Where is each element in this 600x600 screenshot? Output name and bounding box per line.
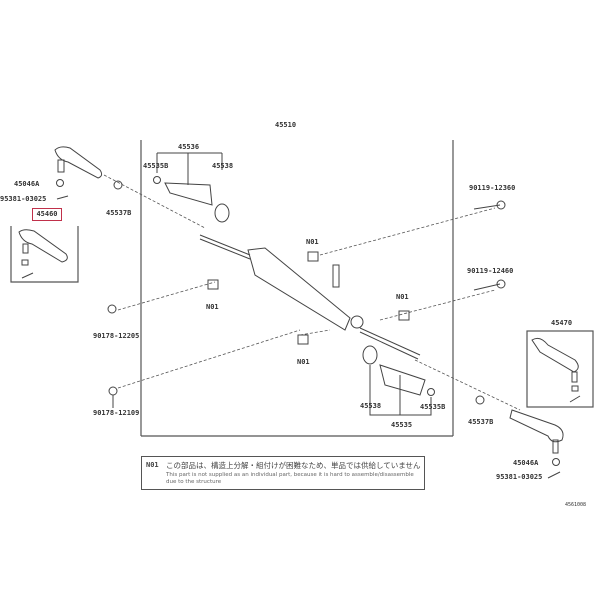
lock-nut-left[interactable]	[113, 180, 123, 190]
label-90119-12460[interactable]: 90119-12460	[467, 267, 513, 275]
tie-rod-end-left-45460[interactable]	[18, 229, 68, 279]
cotter-pin-icon[interactable]	[547, 471, 561, 479]
label-n01[interactable]: N01	[306, 238, 319, 246]
label-90178-12205[interactable]: 90178-12205	[93, 332, 139, 340]
tie-rod-end-left-box	[10, 226, 79, 283]
tie-rod-end-right-45470[interactable]	[531, 337, 581, 403]
tie-rod-end-right[interactable]	[509, 409, 564, 454]
boot-right[interactable]	[379, 364, 426, 396]
label-95381-03025[interactable]: 95381-03025	[496, 473, 542, 481]
label-45510[interactable]: 45510	[275, 121, 296, 129]
label-90178-12109[interactable]: 90178-12109	[93, 409, 139, 417]
label-45537b[interactable]: 45537B	[106, 209, 131, 217]
steering-rack[interactable]	[199, 234, 421, 360]
note-box: N01 この部品は、構造上分解・組付けが困難なため、単品では供給していません T…	[141, 456, 425, 490]
bushing-n01[interactable]	[207, 279, 219, 290]
illustration-code: 4561008	[565, 502, 586, 508]
label-45535b[interactable]: 45535B	[143, 162, 168, 170]
bushing-n01[interactable]	[307, 251, 319, 262]
note-english: This part is not supplied as an individu…	[166, 472, 414, 485]
tie-rod-end-right-box	[526, 330, 594, 408]
bracket-45535	[369, 365, 432, 416]
label-45535b[interactable]: 45535B	[420, 403, 445, 411]
band-right[interactable]	[362, 345, 378, 365]
nut-90178-12205[interactable]	[107, 304, 117, 314]
note-tag: N01	[146, 461, 159, 469]
label-45046a[interactable]: 45046A	[14, 180, 40, 188]
bushing-n01[interactable]	[297, 334, 309, 345]
label-45536[interactable]: 45536	[178, 143, 199, 151]
label-45538[interactable]: 45538	[212, 162, 233, 170]
label-45537b[interactable]: 45537B	[468, 418, 493, 426]
label-90119-12360[interactable]: 90119-12360	[469, 184, 515, 192]
clamp-right[interactable]	[427, 388, 435, 396]
label-45535[interactable]: 45535	[391, 421, 412, 429]
label-n01[interactable]: N01	[297, 358, 310, 366]
highlighted-part-45460[interactable]: 45460	[32, 208, 62, 221]
band-left[interactable]	[214, 203, 230, 223]
label-45046a[interactable]: 45046A	[513, 459, 539, 467]
label-45470[interactable]: 45470	[551, 319, 572, 327]
label-45538[interactable]: 45538	[360, 402, 381, 410]
assembly-frame	[140, 140, 454, 437]
nut-icon[interactable]	[552, 458, 560, 466]
boot-left[interactable]	[164, 182, 213, 206]
nut-90178-12109[interactable]	[108, 386, 118, 396]
bolt-90119-12360[interactable]	[473, 200, 506, 210]
label-n01[interactable]: N01	[206, 303, 219, 311]
lock-nut-right[interactable]	[475, 395, 485, 405]
label-n01[interactable]: N01	[396, 293, 409, 301]
bushing-n01[interactable]	[398, 310, 410, 321]
label-95381-03025[interactable]: 95381-03025	[0, 195, 46, 203]
clamp-left[interactable]	[153, 176, 161, 184]
bracket-45536	[156, 152, 223, 185]
alignment-lines	[103, 174, 521, 411]
cotter-pin-icon[interactable]	[56, 195, 69, 200]
nut-icon[interactable]	[56, 179, 64, 187]
note-japanese: この部品は、構造上分解・組付けが困難なため、単品では供給していません	[166, 461, 421, 470]
tie-rod-end-left[interactable]	[54, 146, 103, 179]
bolt-90119-12460[interactable]	[473, 279, 506, 291]
